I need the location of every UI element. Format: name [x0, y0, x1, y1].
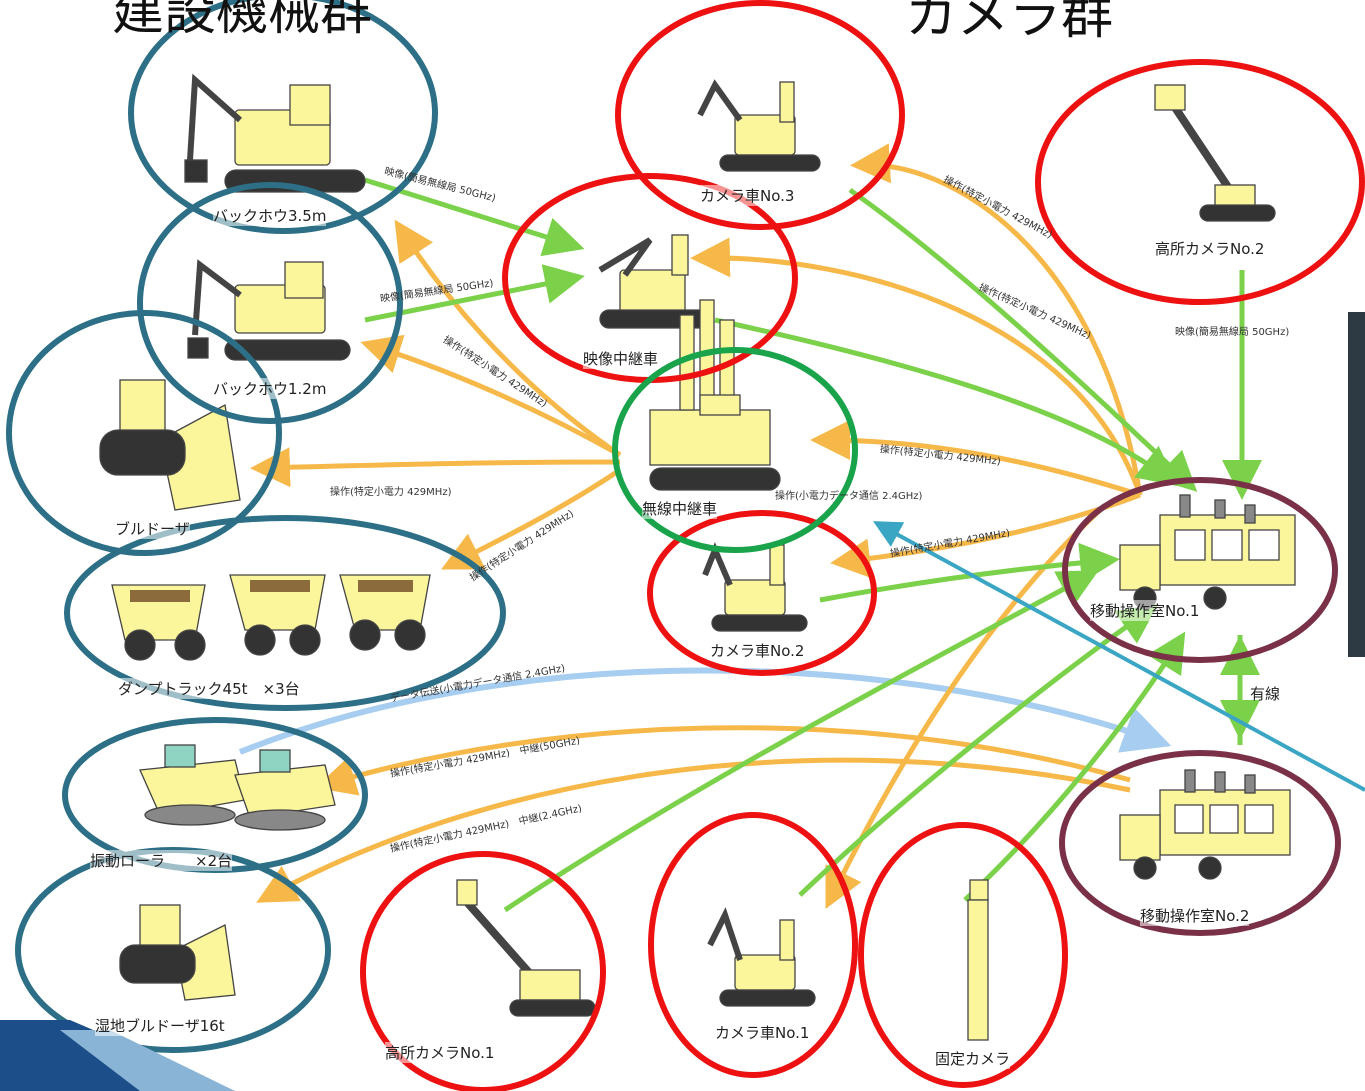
- ring-backhoe-35: [128, 0, 438, 234]
- control-arrow: [441, 467, 622, 570]
- high-camera-icon: [1154, 84, 1276, 222]
- label-backhoe-12: バックホウ1.2m: [213, 378, 327, 399]
- ring-mobile-room-2: [1059, 750, 1341, 936]
- control-arrow: [315, 725, 1131, 796]
- label-high-camera-2: 高所カメラNo.2: [1155, 238, 1265, 259]
- dump-truck-icon: [111, 574, 431, 661]
- roller-icon: [139, 744, 336, 831]
- video-arrows: [364, 177, 1262, 913]
- video-arrow: [798, 604, 1159, 897]
- label-bulldozer: ブルドーザ: [115, 518, 190, 539]
- data-link-arrow: [238, 667, 1172, 755]
- video-arrow: [963, 631, 1186, 902]
- mobile-room-icon: [1119, 494, 1296, 610]
- machines: [99, 73, 1296, 1041]
- camera-car-icon: [697, 79, 821, 172]
- link-label-video-high2: 映像(簡易無線局 50GHz): [1175, 327, 1290, 338]
- wireless-relay-icon: [649, 299, 781, 491]
- control-arrows: [250, 143, 1143, 909]
- video-arrow: [714, 317, 1178, 487]
- video-arrow: [503, 570, 1099, 913]
- label-video-relay: 映像中継車: [583, 348, 659, 369]
- heading-construction-group: 建設機械群: [112, 0, 373, 42]
- label-wireless-relay: 無線中継車: [642, 498, 718, 519]
- label-camera-1: カメラ車No.1: [715, 1022, 810, 1043]
- high-camera-icon: [456, 879, 596, 1017]
- label-camera-2: カメラ車No.2: [710, 640, 805, 661]
- control-arrow: [394, 219, 622, 458]
- label-rollers: 振動ローラ ×2台: [90, 850, 233, 871]
- control-arrow: [690, 237, 1143, 496]
- label-camera-3: カメラ車No.3: [700, 185, 795, 206]
- label-dump-trucks: ダンプトラック45t ×3台: [118, 678, 300, 699]
- mobile-room-icon: [1119, 769, 1291, 880]
- label-mobile-room-2: 移動操作室No.2: [1140, 905, 1250, 926]
- relay-vehicle-icon: [598, 234, 711, 329]
- label-fixed-camera: 固定カメラ: [935, 1048, 1011, 1069]
- backhoe-icon: [184, 73, 366, 193]
- ring-camera-3: [615, 0, 905, 230]
- video-arrow: [848, 187, 1198, 492]
- heading-camera-group: カメラ群: [905, 0, 1114, 46]
- control-arrow: [825, 508, 1102, 909]
- control-arrow: [360, 334, 622, 458]
- control-arrow: [850, 143, 1143, 496]
- room-rings: [1059, 477, 1341, 936]
- link-label-control: 操作(特定小電力 429MHz): [330, 487, 452, 498]
- ring-fixed-camera: [858, 822, 1068, 1088]
- fixed-camera-icon: [967, 879, 989, 1041]
- slide-corner-shade: [60, 1030, 235, 1091]
- label-backhoe-35: バックホウ3.5m: [213, 205, 327, 226]
- control-arrow: [250, 447, 621, 488]
- label-high-camera-1: 高所カメラNo.1: [385, 1042, 495, 1063]
- label-wetland-bulldozer: 湿地ブルドーザ16t: [95, 1015, 225, 1036]
- pointer-arrow: [872, 521, 1365, 792]
- link-label-control-24: 操作(小電力データ通信 2.4GHz): [775, 491, 923, 502]
- ring-camera-2: [647, 510, 877, 676]
- camera-car-icon: [702, 542, 808, 632]
- bulldozer-icon: [99, 379, 241, 511]
- ring-wireless-relay: [612, 347, 858, 553]
- photo-strip: [1348, 312, 1365, 657]
- ring-bulldozer: [6, 310, 282, 556]
- control-arrow: [256, 757, 1131, 903]
- wetland-bulldozer-icon: [119, 904, 236, 1001]
- label-mobile-room-1: 移動操作室No.1: [1090, 600, 1200, 621]
- ring-high-camera-1: [360, 851, 606, 1091]
- ring-mobile-room-1: [1062, 477, 1338, 663]
- ring-dump-trucks: [64, 515, 506, 711]
- backhoe-icon: [187, 259, 351, 361]
- camera-rings: [360, 0, 1365, 1091]
- link-label-wired: 有線: [1250, 685, 1281, 703]
- camera-car-icon: [707, 907, 816, 1007]
- ring-camera-1: [648, 812, 858, 1078]
- ring-backhoe-12: [137, 182, 403, 424]
- ring-high-camera-2: [1035, 59, 1365, 305]
